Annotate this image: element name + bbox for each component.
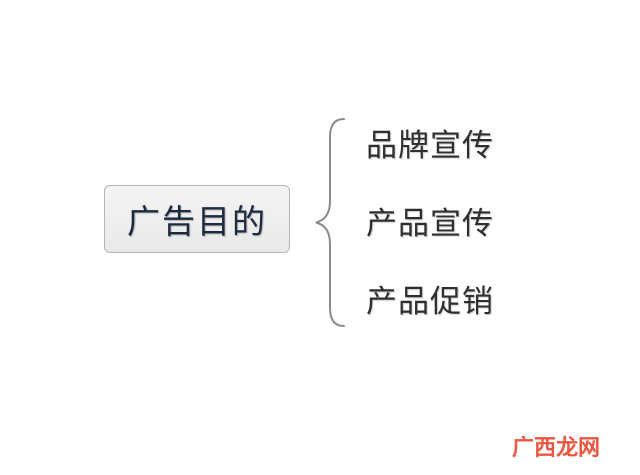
root-node: 广告目的: [104, 185, 290, 253]
curly-brace-connector: [315, 118, 345, 327]
watermark-brand-text: 广西龙网: [512, 436, 601, 461]
root-node-label: 广告目的: [127, 202, 267, 241]
branch-node-brand-promotion: 品牌宣传: [366, 128, 494, 164]
branch-node-product-promotion: 产品宣传: [366, 206, 494, 242]
watermark-logo: 广西龙网: [512, 430, 600, 462]
branch-node-product-sales: 产品促销: [366, 284, 494, 320]
